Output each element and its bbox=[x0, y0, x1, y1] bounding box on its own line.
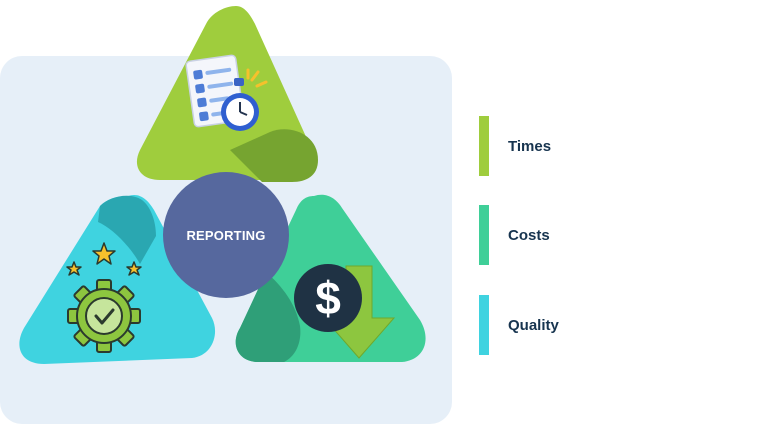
legend-item-times: Times bbox=[479, 116, 551, 176]
legend-item-quality: Quality bbox=[479, 295, 559, 355]
reporting-circle bbox=[163, 172, 289, 298]
legend-color-bar-times bbox=[479, 116, 489, 176]
dollar-symbol: $ bbox=[315, 272, 341, 324]
legend-item-costs: Costs bbox=[479, 205, 550, 265]
center-label-reporting: REPORTING bbox=[186, 227, 266, 243]
reporting-diagram: $ bbox=[19, 6, 426, 364]
checklist-stopwatch-icon bbox=[185, 54, 268, 131]
legend-color-bar-costs bbox=[479, 205, 489, 265]
legend-label-times: Times bbox=[508, 137, 552, 155]
dollar-down-arrow-icon: $ bbox=[294, 264, 396, 359]
legend-label-quality: Quality bbox=[508, 316, 559, 334]
gear-check-stars-icon bbox=[66, 242, 142, 353]
legend-color-bar-quality bbox=[479, 295, 489, 355]
legend-label-costs: Costs bbox=[508, 226, 550, 244]
